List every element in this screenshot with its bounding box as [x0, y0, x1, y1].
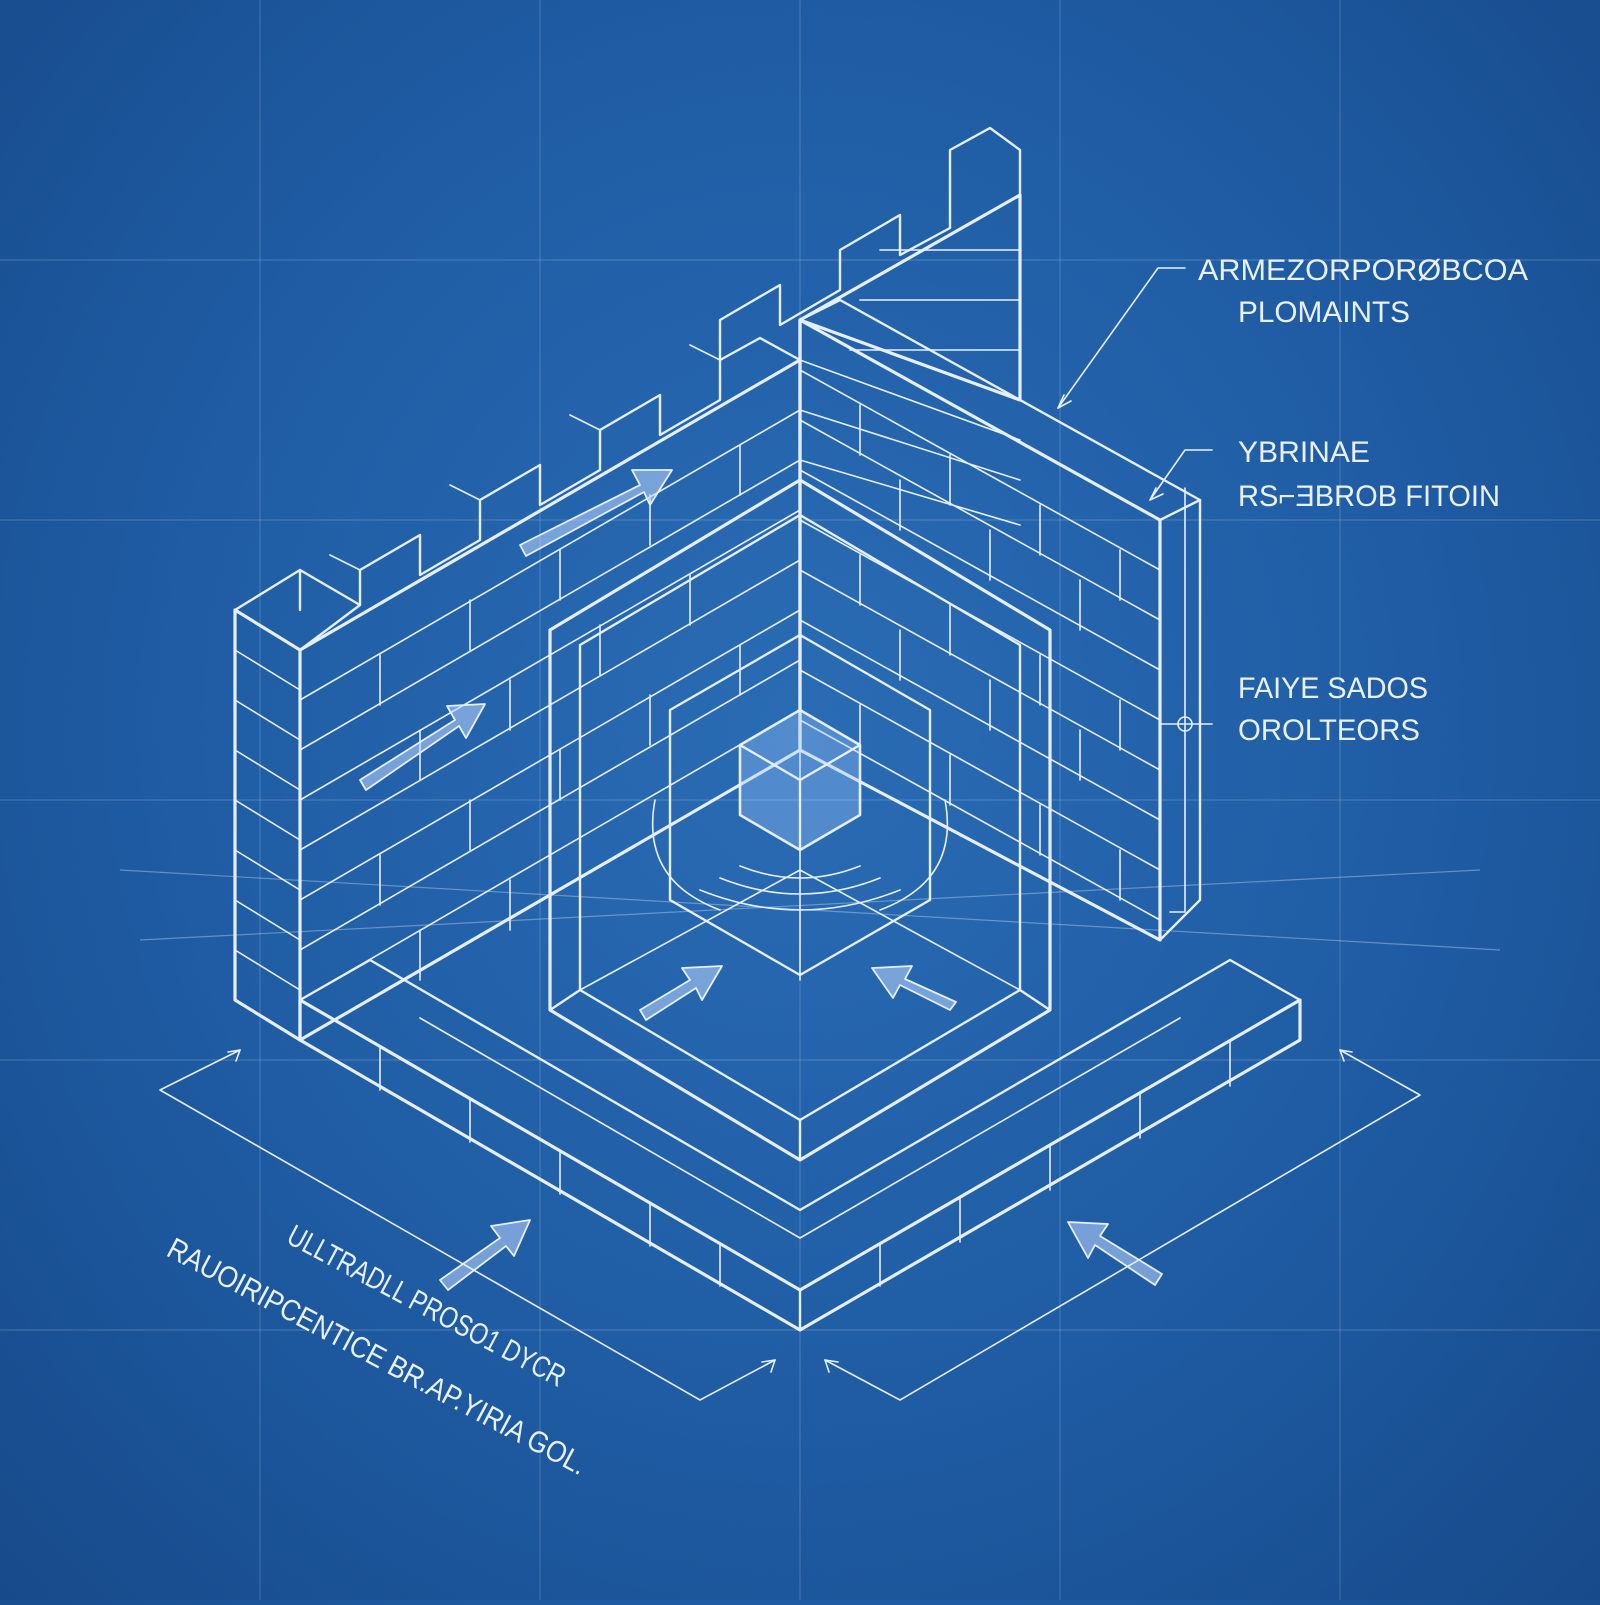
arrow-icon: [871, 965, 957, 1011]
callout-2: YBRINAE RS⌐ƎBROB FITOIN: [1238, 436, 1500, 513]
arrow-icon: [1067, 1221, 1163, 1286]
inner-chamber: [548, 478, 1052, 1162]
callout-3-line-1: FAIYE SADOS: [1238, 672, 1428, 705]
callout-2-line-1: YBRINAE: [1238, 436, 1370, 469]
arrow-icon: [519, 469, 673, 557]
arrow-icon: [359, 703, 486, 791]
flow-arrows: [359, 469, 1163, 1291]
callout-1: ARMEZORPORØBCOA PLOMAINTS: [1198, 254, 1528, 329]
callout-3: FAIYE SADOS OROLTEORS: [1238, 672, 1428, 747]
callout-3-line-2: OROLTEORS: [1238, 714, 1420, 747]
callout-2-line-2: RS⌐ƎBROB FITOIN: [1238, 480, 1500, 513]
arrow-icon: [639, 965, 723, 1021]
callout-1-line-1: ARMEZORPORØBCOA: [1198, 254, 1528, 287]
arrow-icon: [439, 1219, 531, 1291]
callout-leaders: [1057, 267, 1213, 913]
left-brick-wall: [233, 336, 802, 1042]
right-brick-wall: [798, 298, 1202, 942]
back-brick-wall: [718, 126, 1022, 526]
footnote: ULLTRADLL PROSO1 DYCR RAUOIRIPCENTICE BR…: [162, 1219, 592, 1482]
dimension-lines: [159, 1049, 1421, 1401]
callout-1-line-2: PLOMAINTS: [1238, 296, 1410, 329]
central-cube: [738, 708, 862, 852]
